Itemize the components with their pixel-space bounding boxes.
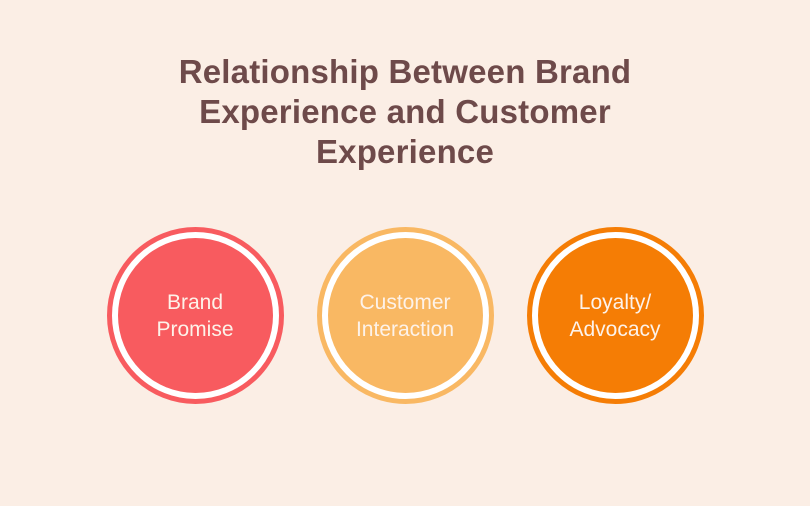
circle-brand-promise-fill: Brand Promise bbox=[117, 238, 273, 393]
circle-label-line: Loyalty/ bbox=[578, 290, 652, 314]
page-title-line-3: Experience bbox=[315, 133, 495, 170]
circle-customer-interaction-fill: Customer Interaction bbox=[327, 238, 483, 393]
circles-row: Brand Promise Customer Interaction Loyal… bbox=[0, 227, 810, 404]
page-title-line-1: Relationship Between Brand bbox=[178, 53, 632, 90]
circle-brand-promise: Brand Promise bbox=[106, 227, 284, 404]
circle-label-line: Customer bbox=[359, 290, 451, 314]
circle-loyalty-advocacy-fill: Loyalty/ Advocacy bbox=[537, 238, 693, 393]
circle-brand-promise-label: Brand Promise bbox=[156, 289, 233, 343]
page-title: Relationship Between Brand Experience an… bbox=[0, 0, 810, 172]
circle-label-line: Promise bbox=[156, 317, 234, 341]
circle-loyalty-advocacy: Loyalty/ Advocacy bbox=[526, 227, 704, 404]
circle-customer-interaction-label: Customer Interaction bbox=[356, 289, 454, 343]
circle-label-line: Interaction bbox=[355, 317, 455, 341]
circle-label-line: Brand bbox=[166, 290, 224, 314]
circle-label-line: Advocacy bbox=[569, 317, 661, 341]
circle-customer-interaction: Customer Interaction bbox=[316, 227, 494, 404]
circle-loyalty-advocacy-label: Loyalty/ Advocacy bbox=[569, 289, 660, 343]
page-title-line-2: Experience and Customer bbox=[199, 93, 611, 130]
